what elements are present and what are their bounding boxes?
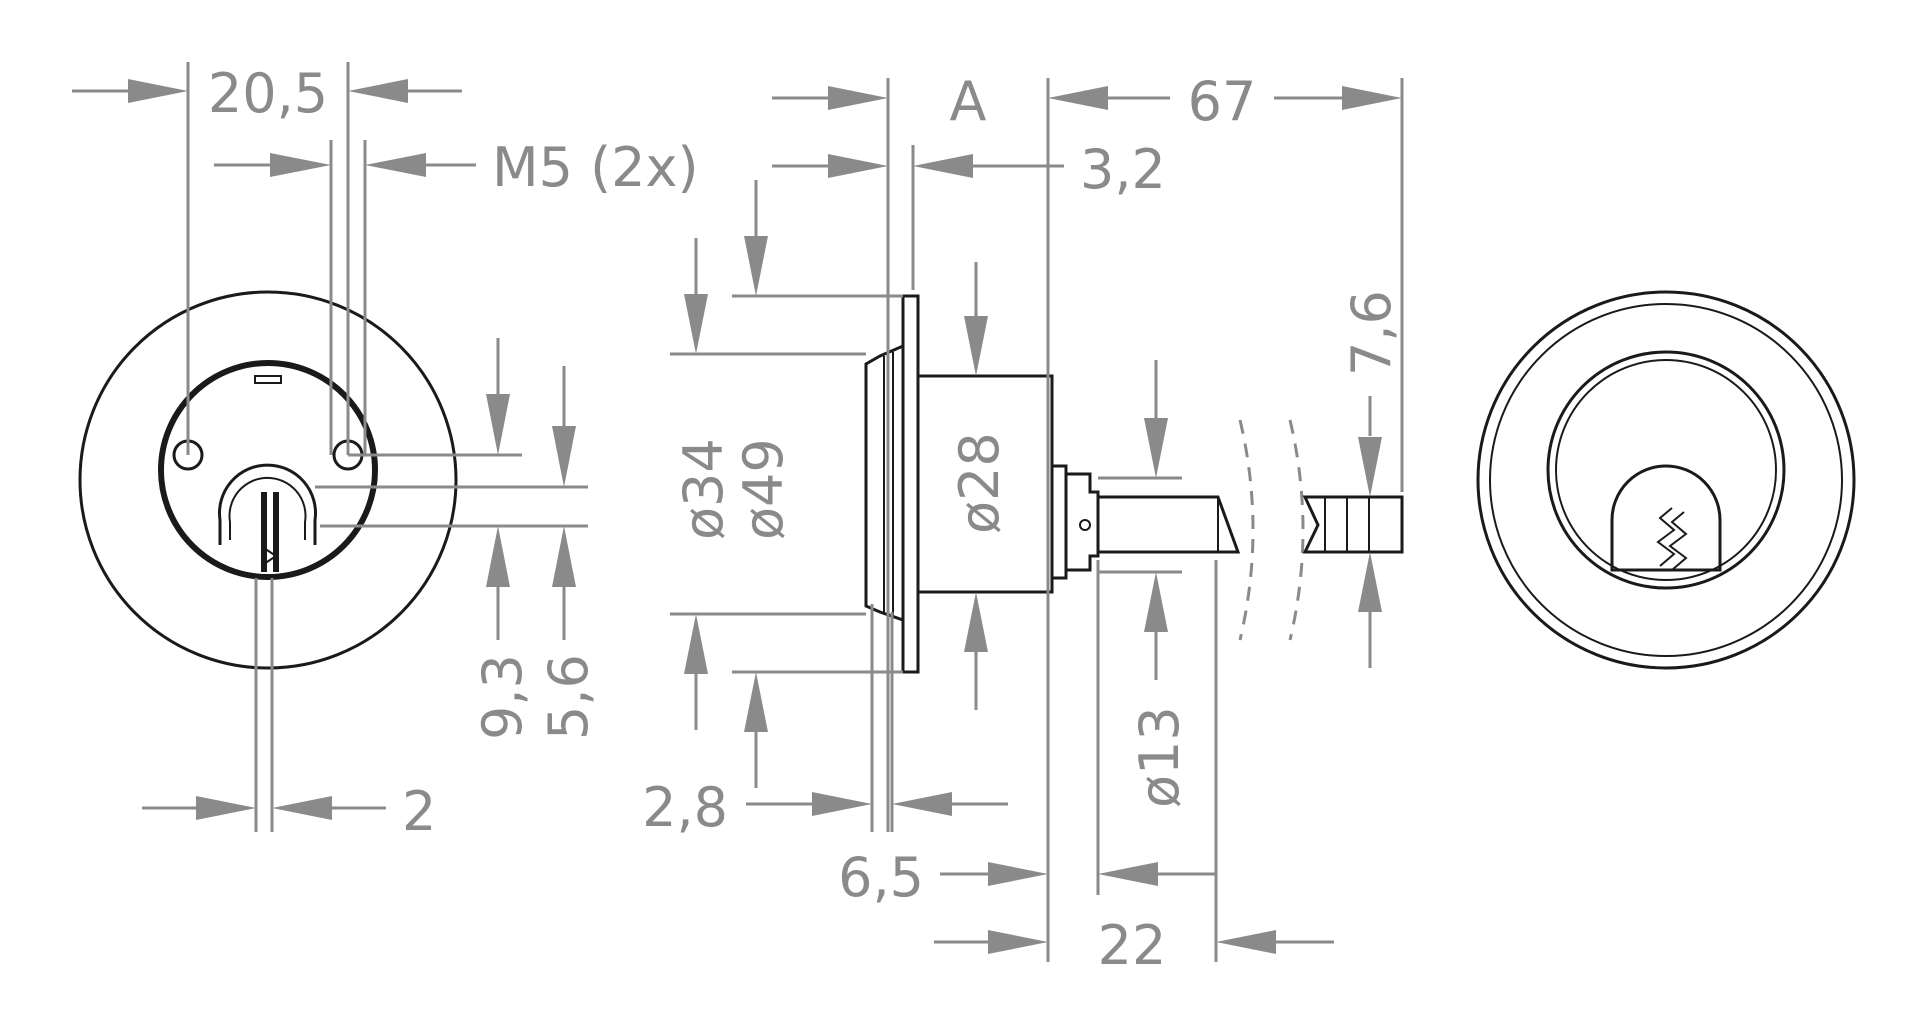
side-view-break-line-2 <box>1288 419 1305 641</box>
side-view-flange <box>901 294 920 674</box>
front-view-slot-detail <box>263 547 278 565</box>
side-view <box>864 294 1404 674</box>
rear-view-outer-ring <box>1476 290 1856 670</box>
side-view-tailpiece-right <box>1302 495 1404 554</box>
dim-3-2-label: 3,2 <box>1080 138 1166 201</box>
side-view-tailpiece-left <box>1098 495 1241 554</box>
rear-view-keyway <box>1656 507 1688 571</box>
rear-view <box>1476 290 1856 670</box>
dim-a-label: A <box>950 70 987 133</box>
rear-view-ring-inner <box>1489 303 1843 657</box>
dim-m5-label: M5 (2x) <box>492 136 699 199</box>
side-view-dimensions: A 67 3,2 ø49 ø34 ø28 <box>642 70 1404 977</box>
front-view-slot <box>261 492 279 572</box>
front-view-outer-rosette <box>78 290 458 670</box>
side-view-break-line-1 <box>1238 419 1255 641</box>
dim-22-label: 22 <box>1098 914 1167 977</box>
dim-20-5-label: 20,5 <box>208 62 328 125</box>
front-view-dimensions: 20,5 M5 (2x) 9,3 5,6 2 <box>72 62 699 843</box>
dim-6-5-label: 6,5 <box>838 846 924 909</box>
rear-view-plug <box>1610 464 1722 572</box>
dim-5-6-label: 5,6 <box>537 654 600 740</box>
front-view-cylinder-face <box>158 360 378 580</box>
dim-9-3-label: 9,3 <box>471 654 534 740</box>
rear-view-plug-housing-inner <box>1555 359 1777 581</box>
front-view-top-notch <box>254 375 282 384</box>
dim-phi49-label: ø49 <box>732 438 795 540</box>
dim-phi13-label: ø13 <box>1128 706 1191 808</box>
dim-2-label: 2 <box>402 780 436 843</box>
front-view-cam-outline <box>218 463 317 545</box>
dim-2-8-label: 2,8 <box>642 776 728 839</box>
dim-phi34-label: ø34 <box>672 438 735 540</box>
front-view <box>78 290 458 670</box>
dim-67-label: 67 <box>1188 70 1257 133</box>
side-view-collar <box>864 344 904 622</box>
front-view-cam-inner <box>228 476 307 540</box>
side-view-shoulder <box>1066 472 1100 572</box>
side-view-collar-inner <box>883 352 894 616</box>
side-view-ring <box>1050 464 1068 580</box>
dim-7-6-label: 7,6 <box>1340 290 1403 376</box>
dim-phi28-label: ø28 <box>948 432 1011 534</box>
rear-view-plug-housing <box>1546 350 1786 590</box>
side-view-pin-hole <box>1079 519 1091 531</box>
